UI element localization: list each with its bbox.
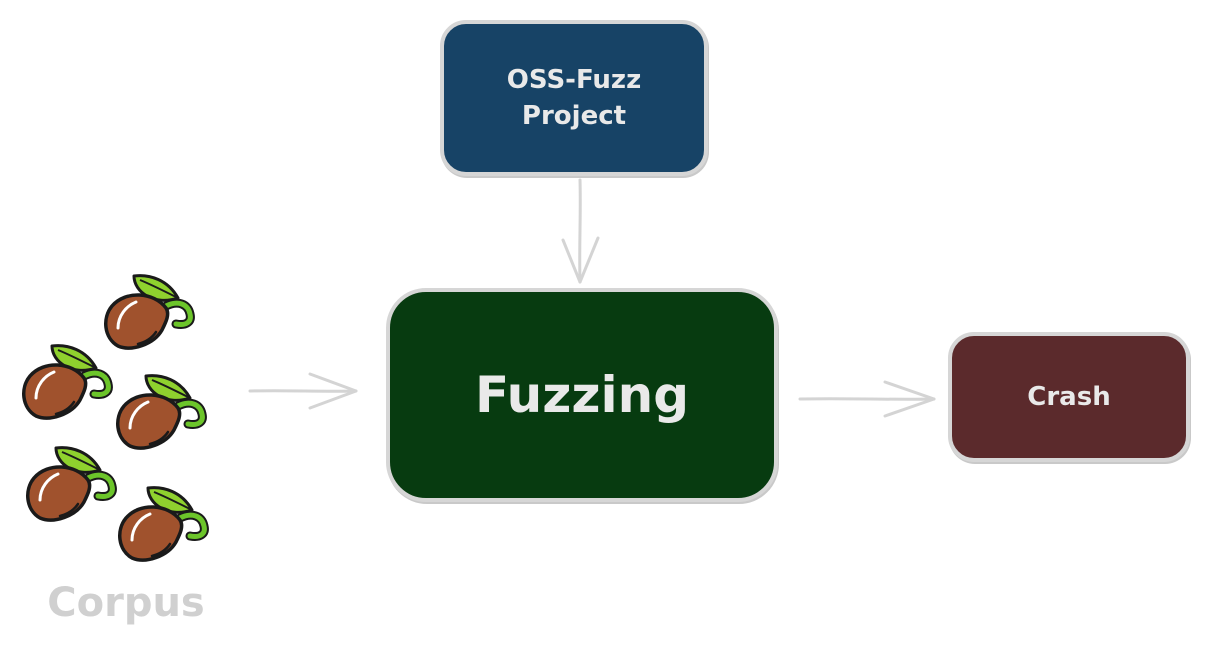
seed-sprout-icon [28, 448, 113, 520]
node-oss-fuzz-project: OSS-Fuzz Project [440, 20, 708, 176]
seed-sprout-icon [24, 346, 109, 418]
seed-sprout-icon [118, 376, 203, 448]
corpus-label: Corpus [47, 580, 205, 626]
node-crash: Crash [948, 332, 1190, 462]
node-oss-fuzz-label-line-1: OSS-Fuzz [506, 65, 642, 95]
corpus-seeds [0, 230, 240, 570]
node-fuzzing: Fuzzing [386, 288, 778, 502]
node-crash-label: Crash [1027, 382, 1111, 412]
seed-sprout-icon [120, 488, 205, 560]
edge-corpus-to-fuzzing [248, 372, 358, 410]
node-oss-fuzz-label-line-2: Project [521, 101, 627, 131]
seed-sprout-icon [106, 276, 191, 348]
edge-fuzzing-to-crash [798, 380, 936, 418]
node-fuzzing-label: Fuzzing [475, 366, 689, 424]
edge-oss-fuzz-to-fuzzing [561, 178, 600, 284]
